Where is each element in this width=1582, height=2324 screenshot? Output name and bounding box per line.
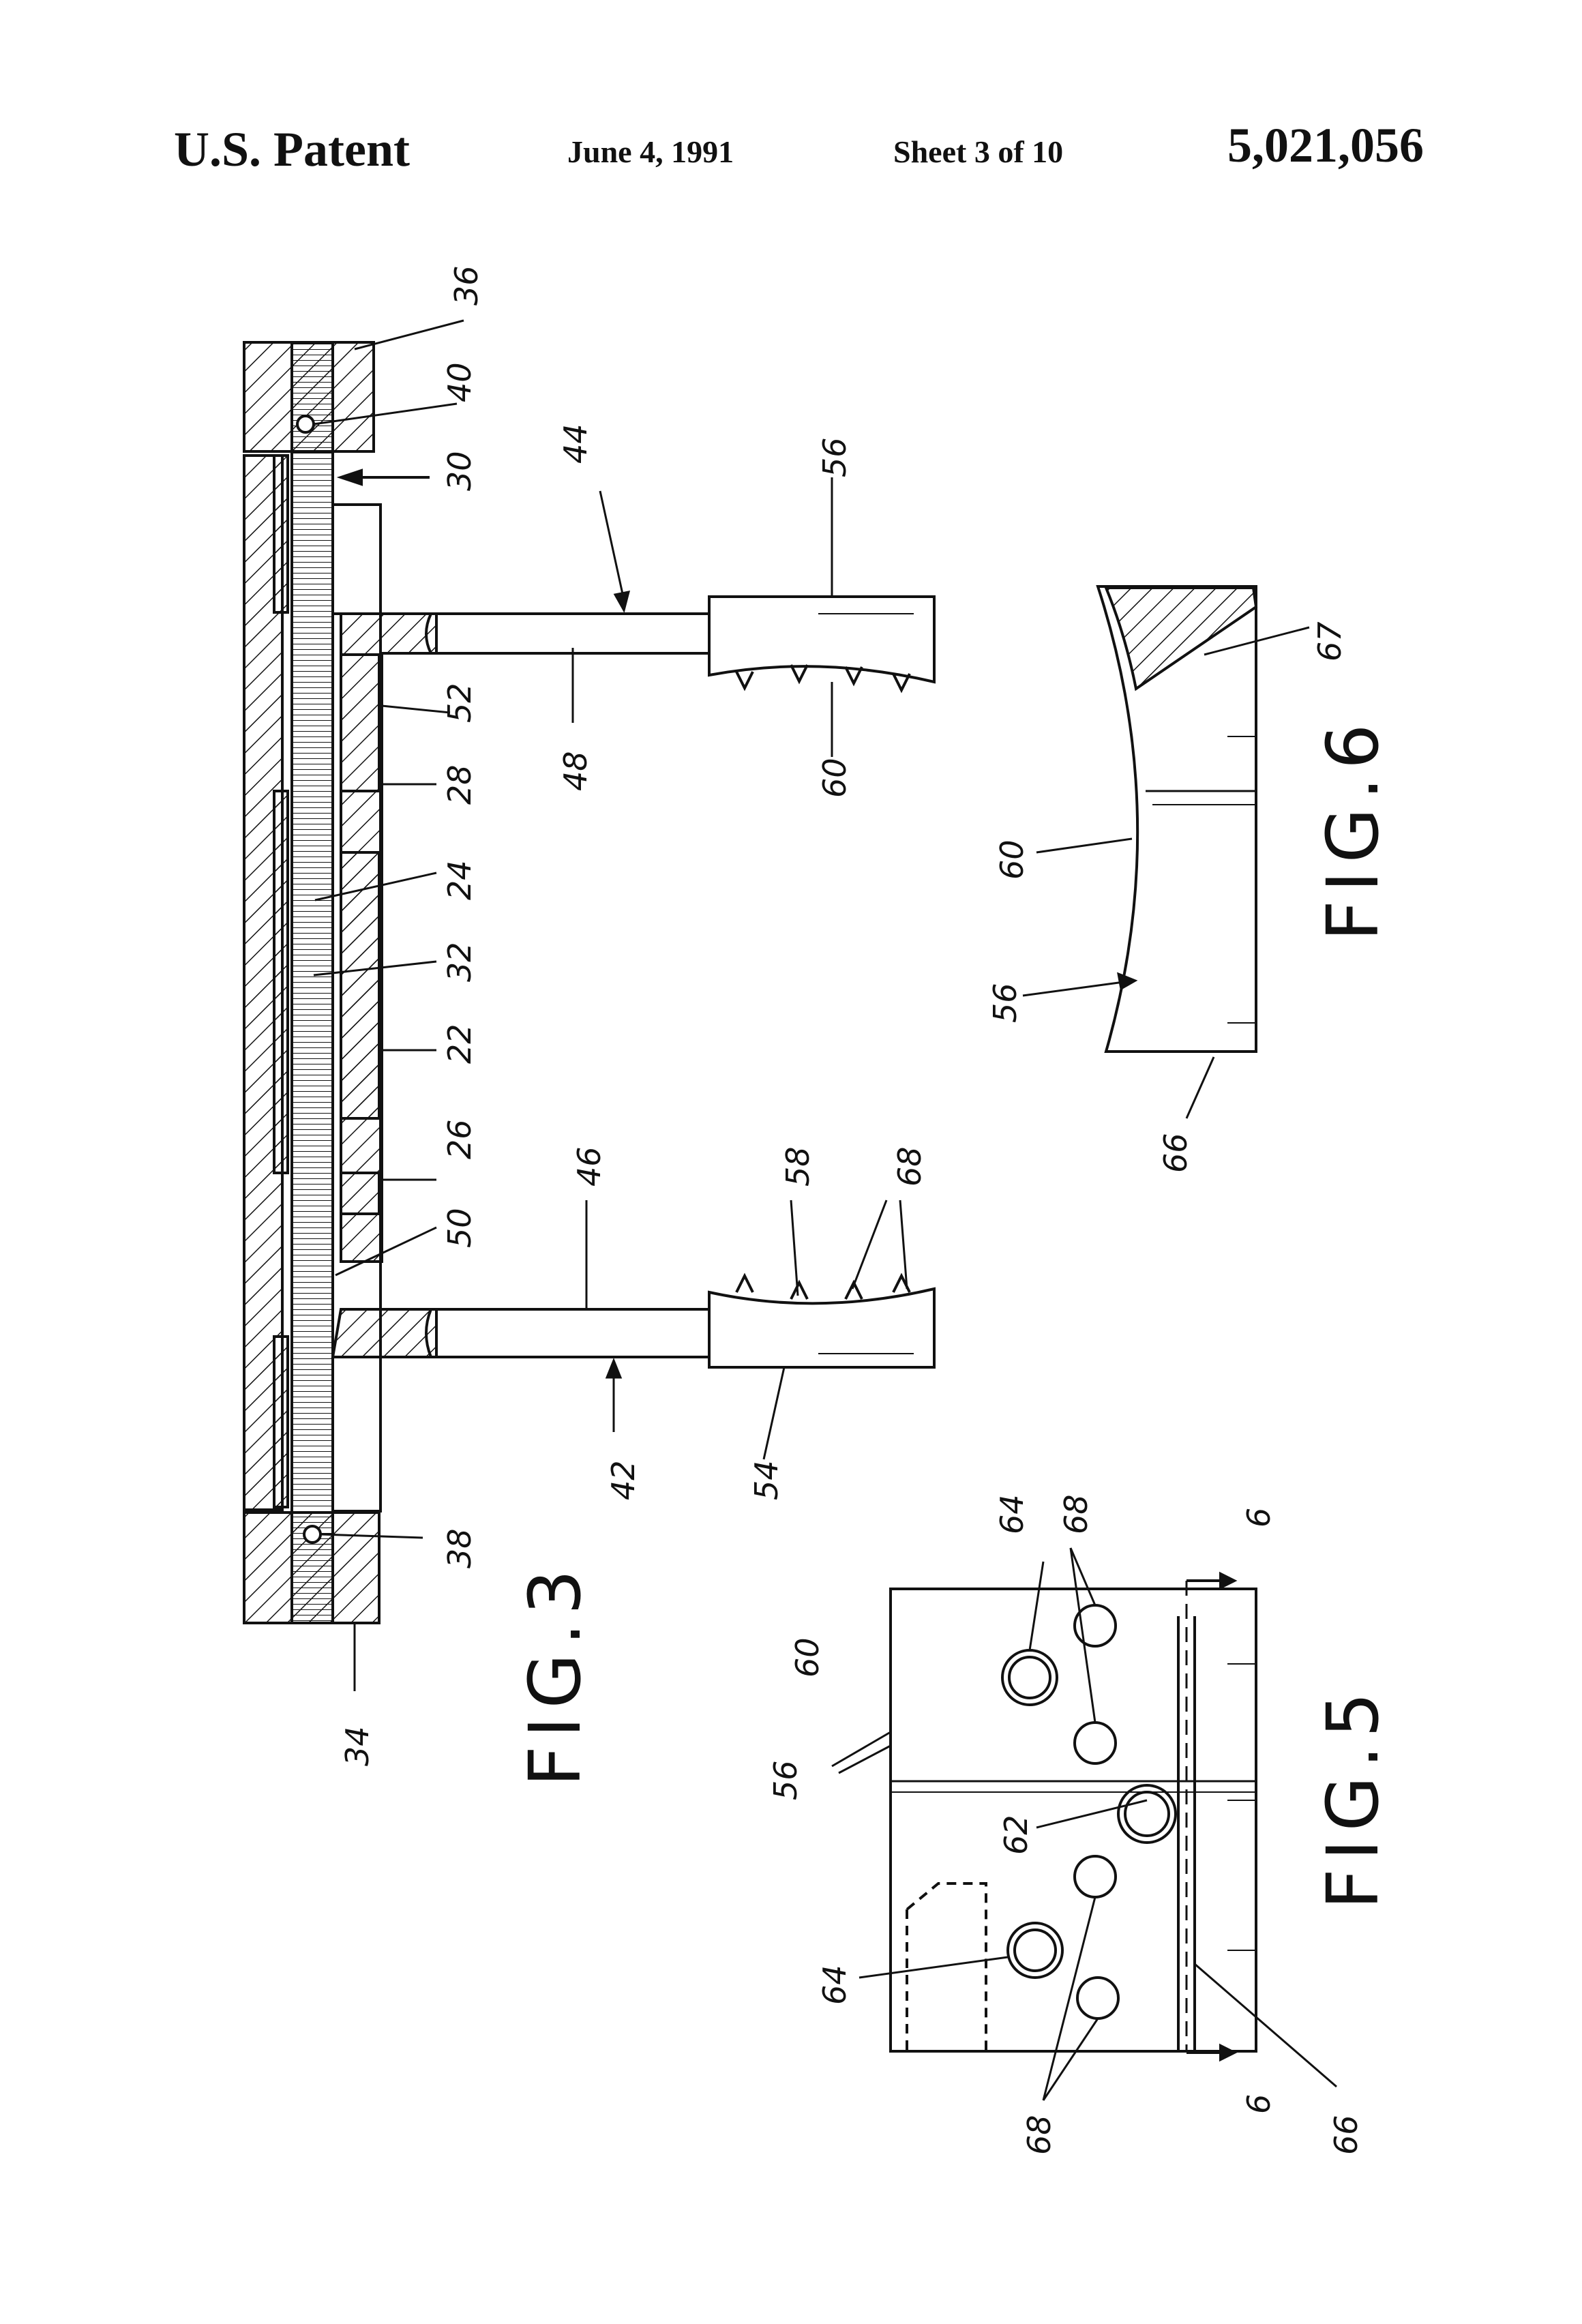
ref-46: 46 — [571, 1146, 608, 1187]
ref-56-fig6: 56 — [987, 983, 1024, 1023]
ref-60-fig5: 60 — [789, 1637, 826, 1678]
reference-numerals: 36 40 30 44 56 52 48 28 60 24 32 22 26 4… — [339, 265, 1364, 2155]
ref-22: 22 — [441, 1024, 478, 1064]
pin-38 — [304, 1526, 320, 1543]
ref-68-upper: 68 — [1058, 1494, 1094, 1534]
ref-67: 67 — [1311, 621, 1348, 661]
ref-56-fig5: 56 — [767, 1760, 804, 1800]
ref-38: 38 — [441, 1528, 478, 1568]
ref-66-fig6: 66 — [1157, 1133, 1194, 1173]
ref-42: 42 — [605, 1460, 642, 1500]
ref-44: 44 — [557, 423, 594, 464]
ref-36: 36 — [448, 265, 485, 306]
ref-32: 32 — [441, 942, 478, 982]
ref-64-upper: 64 — [994, 1494, 1030, 1534]
fig3-drawing — [244, 342, 934, 1623]
ref-60: 60 — [816, 758, 853, 798]
upper-jaw-head-56 — [709, 597, 934, 682]
figure-captions: FIG.3 FIG.5 FIG.6 — [513, 716, 1394, 1909]
ref-68-fig3: 68 — [891, 1146, 928, 1187]
fig5-caption: FIG.5 — [1311, 1684, 1394, 1909]
ref-34: 34 — [339, 1726, 376, 1766]
ref-62: 62 — [998, 1815, 1034, 1855]
ref-6-top: 6 — [1240, 1508, 1277, 1528]
ref-58: 58 — [779, 1146, 816, 1187]
upper-jaw-arm-44 — [333, 614, 436, 1262]
ref-56: 56 — [816, 437, 853, 477]
ref-68-lower: 68 — [1021, 2115, 1058, 2155]
insert-67 — [1106, 588, 1256, 689]
ref-60-fig6: 60 — [994, 839, 1030, 880]
ref-66-fig5: 66 — [1328, 2115, 1364, 2155]
lower-jaw-arm-42 — [333, 1309, 436, 1357]
lower-jaw-head-54 — [709, 1289, 934, 1367]
ref-28: 28 — [441, 764, 478, 805]
threaded-rod-32 — [292, 342, 333, 1623]
ref-48: 48 — [557, 751, 594, 791]
ref-24: 24 — [441, 860, 478, 900]
ref-40: 40 — [441, 362, 478, 402]
fig3-caption: FIG.3 — [513, 1562, 597, 1787]
ref-54: 54 — [748, 1460, 785, 1500]
ref-30: 30 — [441, 451, 478, 491]
ref-26: 26 — [441, 1119, 478, 1159]
ref-64-lower: 64 — [816, 1965, 853, 2005]
fig6-caption: FIG.6 — [1311, 716, 1394, 941]
ref-52: 52 — [441, 683, 478, 723]
pin-40 — [297, 416, 314, 432]
ref-6-bottom: 6 — [1240, 2094, 1277, 2114]
ref-50: 50 — [441, 1208, 478, 1248]
